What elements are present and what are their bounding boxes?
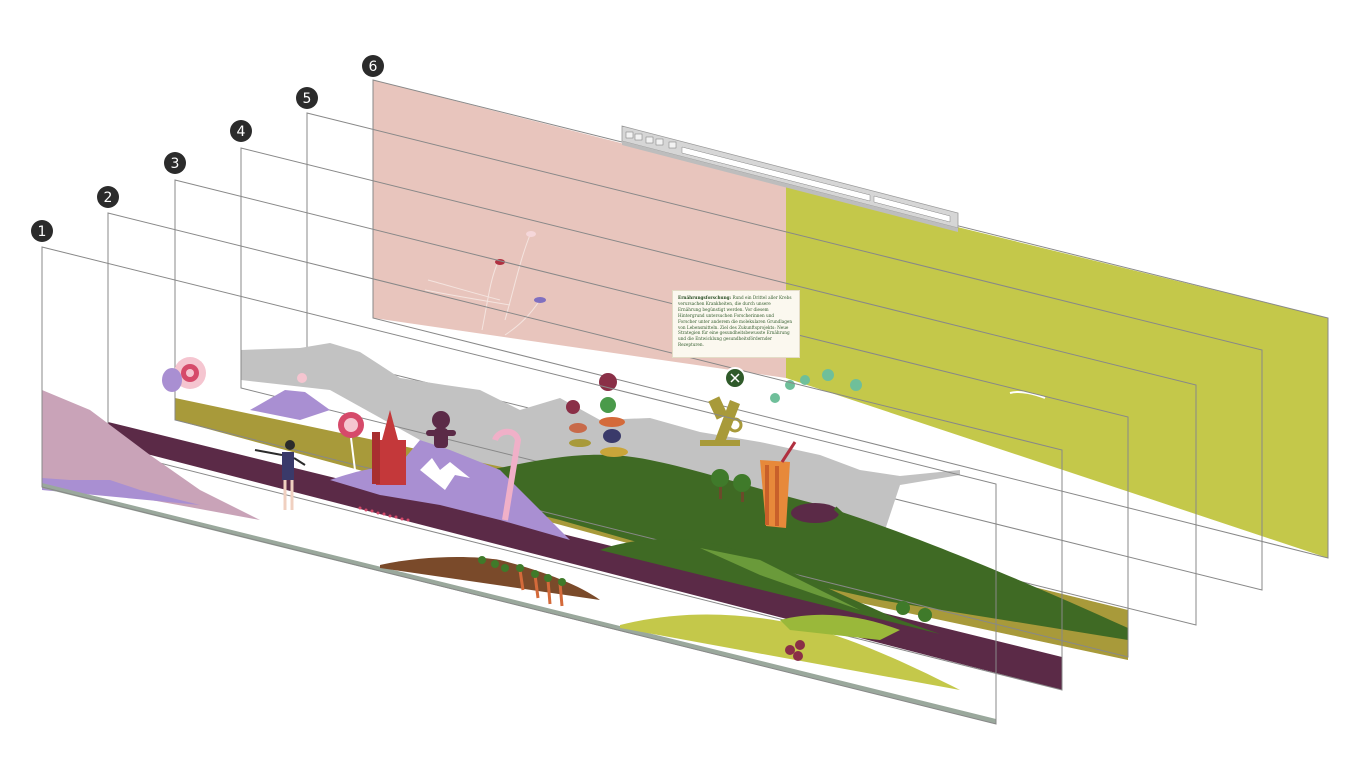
layer-badge-number: 4 bbox=[237, 124, 246, 140]
browser-window bbox=[621, 125, 959, 232]
tooltip-info-box: Ernährungsforschung: Rund ein Drittel al… bbox=[672, 290, 800, 358]
layer-badge-2: 2 bbox=[97, 186, 119, 208]
dots-row bbox=[358, 506, 410, 522]
food-stack-illustration bbox=[566, 373, 628, 457]
layer-badge-number: 6 bbox=[369, 59, 378, 75]
layer-badge-3: 3 bbox=[164, 152, 186, 174]
layer-badge-number: 3 bbox=[171, 156, 180, 172]
eggplant-icon bbox=[791, 503, 839, 523]
layer-badge-number: 1 bbox=[38, 224, 47, 240]
kite-pink-icon bbox=[526, 231, 536, 237]
trees-illustration bbox=[711, 469, 751, 502]
swirl-lollipop-icon bbox=[162, 357, 206, 392]
layer-badge-6: 6 bbox=[362, 55, 384, 77]
layer-1-panel bbox=[41, 246, 997, 725]
layer-badge-number: 5 bbox=[303, 91, 312, 107]
carrots-illustration bbox=[518, 569, 564, 607]
browser-search-field bbox=[873, 195, 951, 223]
layer-badge-1: 1 bbox=[31, 220, 53, 242]
juice-glass-icon bbox=[760, 441, 797, 528]
tooltip-body: Rund ein Drittel aller Krebs verursachen… bbox=[678, 295, 793, 348]
herbs-illustration bbox=[770, 369, 862, 403]
layer-badge-number: 2 bbox=[104, 190, 113, 206]
browser-toolbar-buttons bbox=[625, 131, 677, 149]
tooltip-title: Ernährungsforschung: bbox=[678, 295, 732, 300]
layer-badge-5: 5 bbox=[296, 87, 318, 109]
layer-badge-4: 4 bbox=[230, 120, 252, 142]
close-circle-icon[interactable] bbox=[724, 367, 746, 389]
browser-address-bar bbox=[681, 146, 871, 202]
lollipop-icon bbox=[338, 412, 364, 471]
layer-5-panel bbox=[306, 112, 1263, 591]
skater-figure bbox=[254, 440, 306, 510]
gingerbread-icon bbox=[426, 411, 456, 448]
layer-number-badges: 1 2 3 4 5 6 bbox=[31, 55, 384, 242]
kites-illustration bbox=[424, 234, 541, 336]
trees-small-illustration bbox=[896, 601, 932, 622]
kite-purple-icon bbox=[534, 297, 546, 303]
candy-cane-icon bbox=[492, 428, 522, 521]
berries-icon bbox=[785, 640, 805, 661]
castle-icon bbox=[372, 410, 406, 485]
